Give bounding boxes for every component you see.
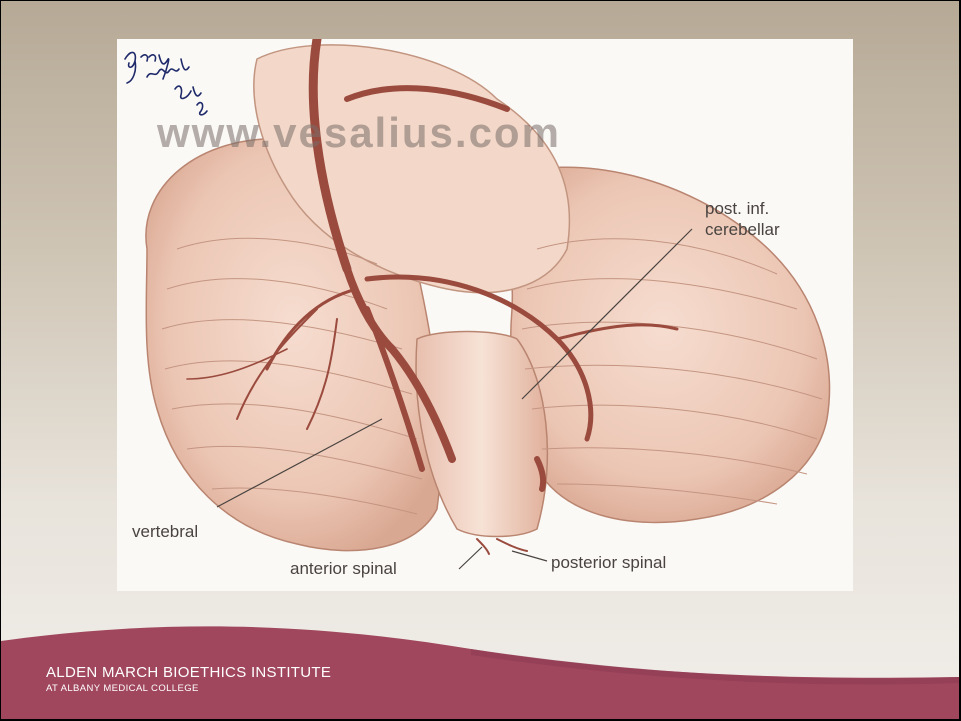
- institute-name: ALDEN MARCH BIOETHICS INSTITUTE: [46, 664, 331, 681]
- college-name: AT ALBANY MEDICAL COLLEGE: [46, 683, 331, 694]
- footer-branding: ALDEN MARCH BIOETHICS INSTITUTE AT ALBAN…: [46, 664, 331, 694]
